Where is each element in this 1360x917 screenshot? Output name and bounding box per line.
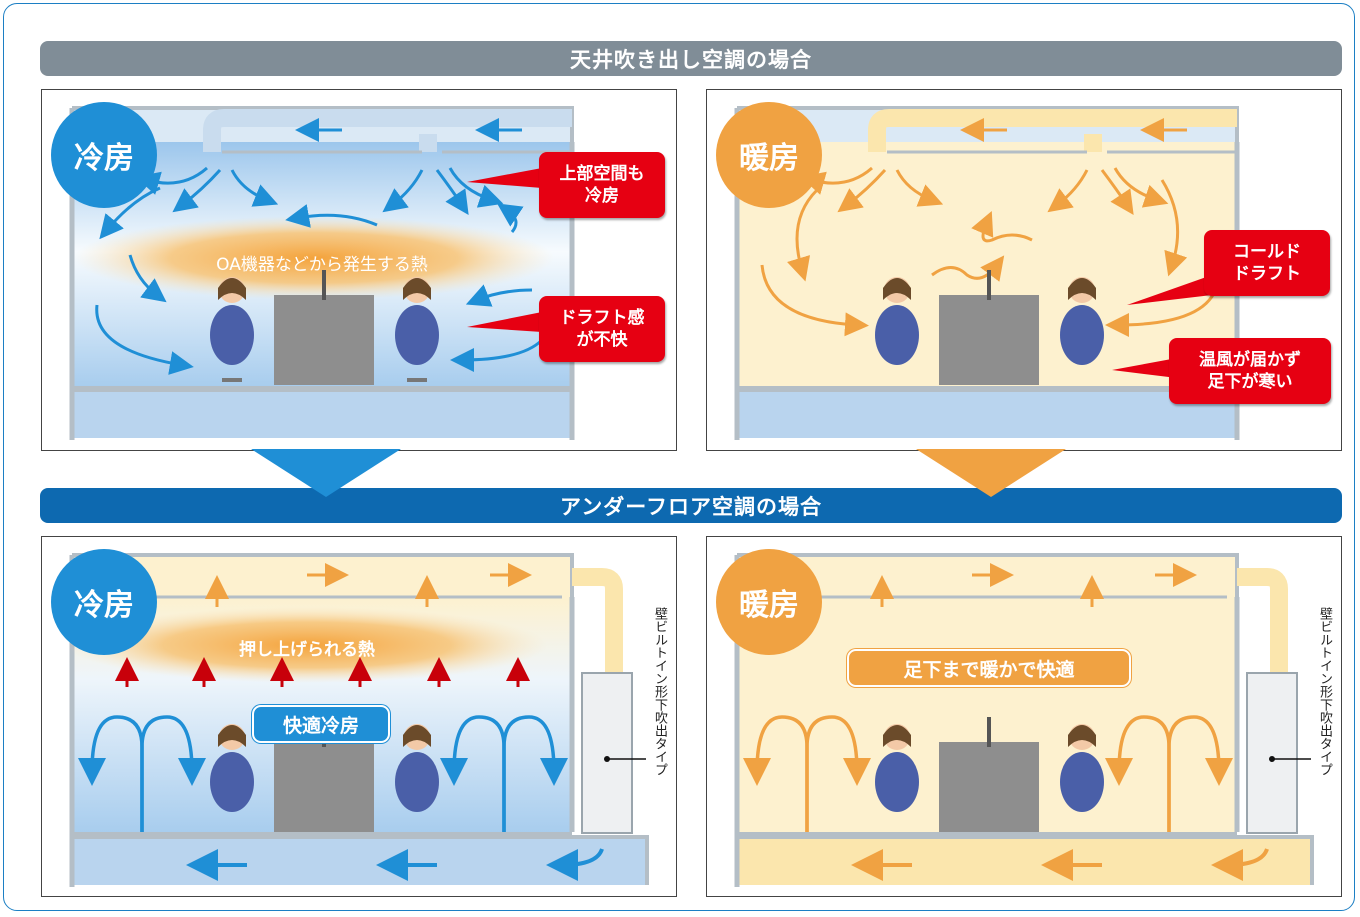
callout-warm-air-not-reaching-feet: 温風が届かず 足下が寒い (1169, 338, 1331, 404)
panel-ceiling-heating: 暖房 コールド ドラフト 温風が届かず 足下が寒い (706, 89, 1342, 451)
heat-label: 押し上げられる熱 (239, 640, 375, 660)
badge-cooling: 冷房 (51, 549, 157, 655)
badge-cooling: 冷房 (51, 102, 157, 208)
callout-upper-space-cooled: 上部空間も 冷房 (539, 152, 665, 218)
panel-underfloor-cooling: 冷房 押し上げられる熱 快適冷房 壁ビルトイン形下吹出タイプ (41, 536, 677, 897)
unit-label: 壁ビルトイン形下吹出タイプ (1317, 607, 1332, 776)
arrow-down-cooling (251, 449, 401, 497)
unit-label: 壁ビルトイン形下吹出タイプ (652, 607, 667, 776)
panel-underfloor-heating: 暖房 足下まで暖かで快適 壁ビルトイン形下吹出タイプ (706, 536, 1342, 897)
comfort-label: 足下まで暖かで快適 (847, 649, 1131, 687)
callout-cold-draft: コールド ドラフト (1204, 230, 1330, 296)
badge-heating: 暖房 (716, 549, 822, 655)
outer-frame (3, 3, 1355, 911)
heat-label: OA機器などから発生する熱 (216, 255, 428, 275)
section-title-ceiling: 天井吹き出し空調の場合 (40, 41, 1342, 76)
badge-heating: 暖房 (716, 102, 822, 208)
panel-ceiling-cooling: 冷房 OA機器などから発生する熱 上部空間も 冷房 ドラフト感 が不快 (41, 89, 677, 451)
comfort-label: 快適冷房 (252, 705, 390, 743)
callout-draft-discomfort: ドラフト感 が不快 (539, 296, 665, 362)
section-title-underfloor: アンダーフロア空調の場合 (40, 488, 1342, 523)
arrow-down-heating (916, 449, 1066, 497)
